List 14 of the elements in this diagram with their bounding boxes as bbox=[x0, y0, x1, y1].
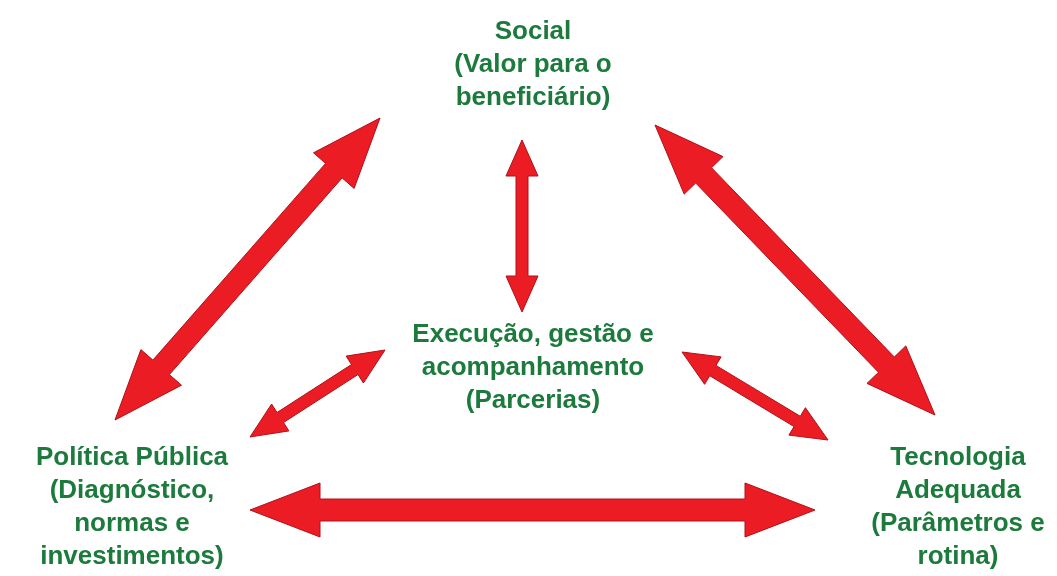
node-label: (Diagnóstico, normas e investimentos) bbox=[39, 473, 225, 572]
double-arrow bbox=[681, 351, 829, 441]
node-label: (Parcerias) bbox=[464, 383, 602, 416]
double-arrow bbox=[249, 349, 386, 438]
double-arrow bbox=[654, 124, 936, 416]
node-label: (Valor para o beneficiário) bbox=[453, 47, 613, 113]
node-label: Social bbox=[493, 14, 573, 47]
double-arrow bbox=[114, 117, 381, 421]
node-label: Tecnologia Adequada bbox=[889, 440, 1027, 506]
node-label: (Parâmetros e rotina) bbox=[870, 506, 1046, 572]
double-arrow bbox=[249, 482, 816, 538]
node-label: Execução, gestão e acompanhamento bbox=[411, 317, 655, 383]
double-arrow bbox=[505, 139, 539, 313]
node-label: Política Pública bbox=[34, 440, 230, 473]
